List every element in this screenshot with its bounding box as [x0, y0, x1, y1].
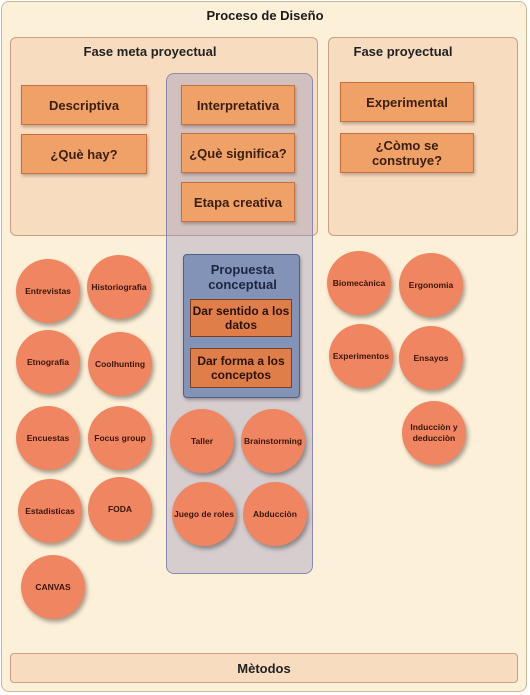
method-circle: Inducciòn y deducciòn — [402, 401, 466, 465]
diagram-title: Proceso de Diseño — [206, 8, 324, 23]
method-circle: Ensayos — [399, 326, 463, 390]
method-circle: FODA — [88, 477, 152, 541]
meta-phase-label: Fase meta proyectual — [83, 44, 217, 59]
methods-footer: Mètodos — [10, 653, 518, 683]
method-circle: Abducciòn — [243, 482, 307, 546]
method-circle: Taller — [170, 409, 234, 473]
project-phase-label: Fase proyectual — [353, 44, 453, 59]
method-circle: Estadisticas — [18, 479, 82, 543]
method-circle: Brainstorming — [241, 409, 305, 473]
method-circle: Juego de roles — [172, 482, 236, 546]
method-circle: CANVAS — [21, 555, 85, 619]
box-interpretativa: Interpretativa — [181, 85, 295, 125]
method-circle: Coolhunting — [88, 332, 152, 396]
method-circle: Entrevistas — [16, 259, 80, 323]
method-circle: Focus group — [88, 406, 152, 470]
proposal-title: Propuesta conceptual — [208, 262, 277, 292]
box-experimental: Experimental — [340, 82, 474, 122]
method-circle: Biomecànica — [327, 251, 391, 315]
proposal-item-forma: Dar forma a los conceptos — [190, 348, 292, 388]
box-como-se-construye: ¿Còmo se construye? — [340, 133, 474, 173]
box-descriptiva: Descriptiva — [21, 85, 147, 125]
box-etapa-creativa: Etapa creativa — [181, 182, 295, 222]
method-circle: Ergonomia — [399, 253, 463, 317]
method-circle: Historiografia — [87, 255, 151, 319]
method-circle: Etnografia — [16, 330, 80, 394]
box-que-hay: ¿Què hay? — [21, 134, 147, 174]
box-que-significa: ¿Què significa? — [181, 133, 295, 173]
method-circle: Experimentos — [329, 324, 393, 388]
proposal-item-sentido: Dar sentido a los datos — [190, 299, 292, 337]
method-circle: Encuestas — [16, 406, 80, 470]
